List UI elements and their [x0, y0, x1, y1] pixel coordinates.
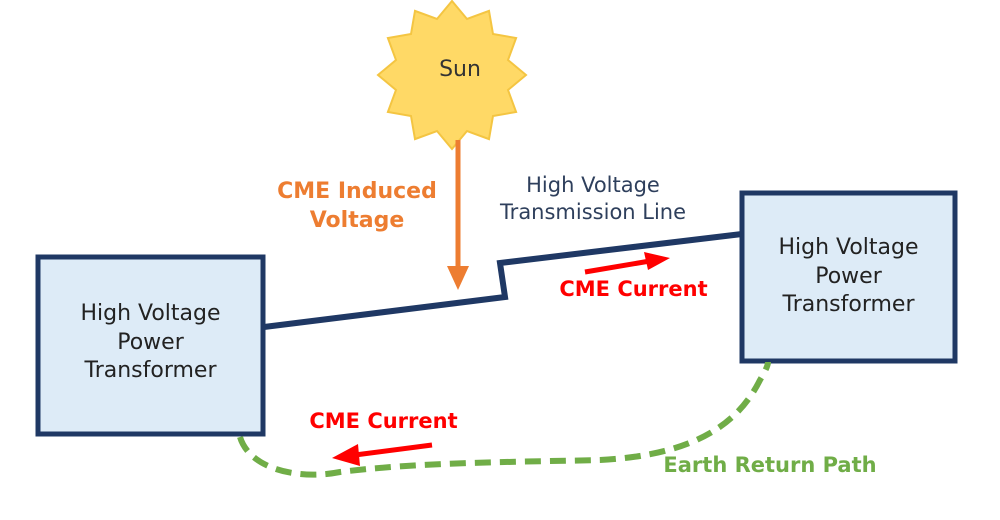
earth-return-label: Earth Return Path	[663, 453, 877, 477]
sun-label: Sun	[439, 57, 481, 82]
transmission-line-line2: Transmission Line	[499, 200, 687, 225]
right-transformer-line2: Power	[815, 263, 882, 289]
induced-voltage-label: CME Induced Voltage	[262, 178, 452, 235]
earth-return-path	[237, 361, 771, 478]
left-transformer-line1: High Voltage	[80, 301, 221, 326]
right-transformer-line1: High Voltage	[778, 235, 919, 260]
induced-voltage-line2: Voltage	[309, 207, 405, 233]
cme-current-bottom-label: CME Current	[309, 409, 458, 433]
sun-shape	[376, 0, 528, 151]
right-transformer-line3: Transformer	[782, 292, 915, 318]
right-transformer-box[interactable]	[739, 190, 958, 364]
transmission-line	[263, 231, 743, 330]
left-transformer-box[interactable]	[35, 254, 266, 437]
left-transformer-line3: Transformer	[84, 358, 217, 384]
left-transformer-line2: Power	[117, 329, 184, 355]
induced-voltage-line1: CME Induced	[277, 179, 437, 204]
cme-current-top-arrowhead	[644, 252, 670, 270]
cme-current-bottom-arrow-shaft	[354, 442, 433, 458]
cme-current-top-arrow-shaft	[584, 258, 651, 275]
transmission-line-line1: High Voltage	[526, 173, 660, 197]
left-transformer-label: High Voltage Power Transformer	[40, 300, 261, 386]
cme-current-bottom-arrowhead	[332, 444, 360, 466]
induced-voltage-arrowhead	[447, 266, 469, 290]
right-transformer-label: High Voltage Power Transformer	[744, 234, 953, 320]
transmission-line-label: High Voltage Transmission Line	[478, 172, 708, 227]
cme-current-top-label: CME Current	[559, 277, 708, 301]
